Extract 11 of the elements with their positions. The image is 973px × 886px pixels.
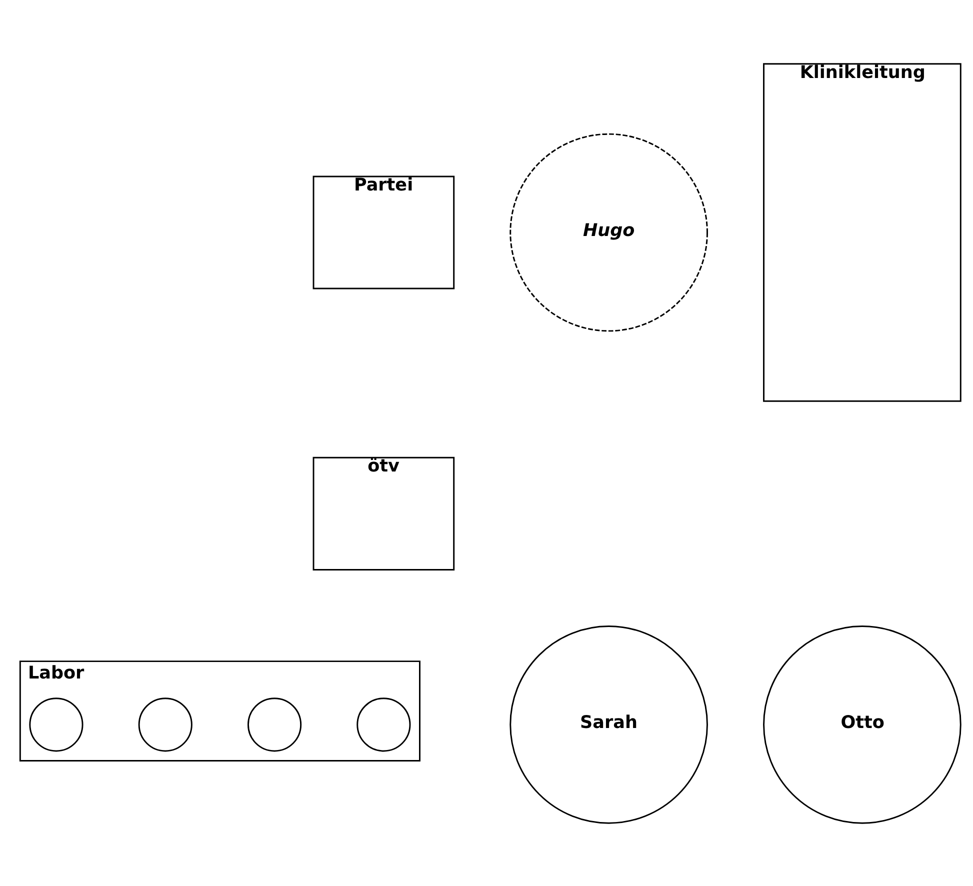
node-circle (247, 697, 302, 752)
node-circle (29, 697, 84, 752)
node-box: Klinikleitung (763, 62, 962, 402)
node-circle: Otto (763, 625, 962, 824)
node-box: Partei (312, 175, 455, 289)
node-circle (138, 697, 192, 752)
node-box: ötv (312, 456, 455, 570)
node-circle: Hugo (510, 132, 708, 332)
cluster: Labor (19, 660, 420, 761)
node-circle: Sarah (510, 625, 708, 824)
node-circle (356, 697, 411, 752)
